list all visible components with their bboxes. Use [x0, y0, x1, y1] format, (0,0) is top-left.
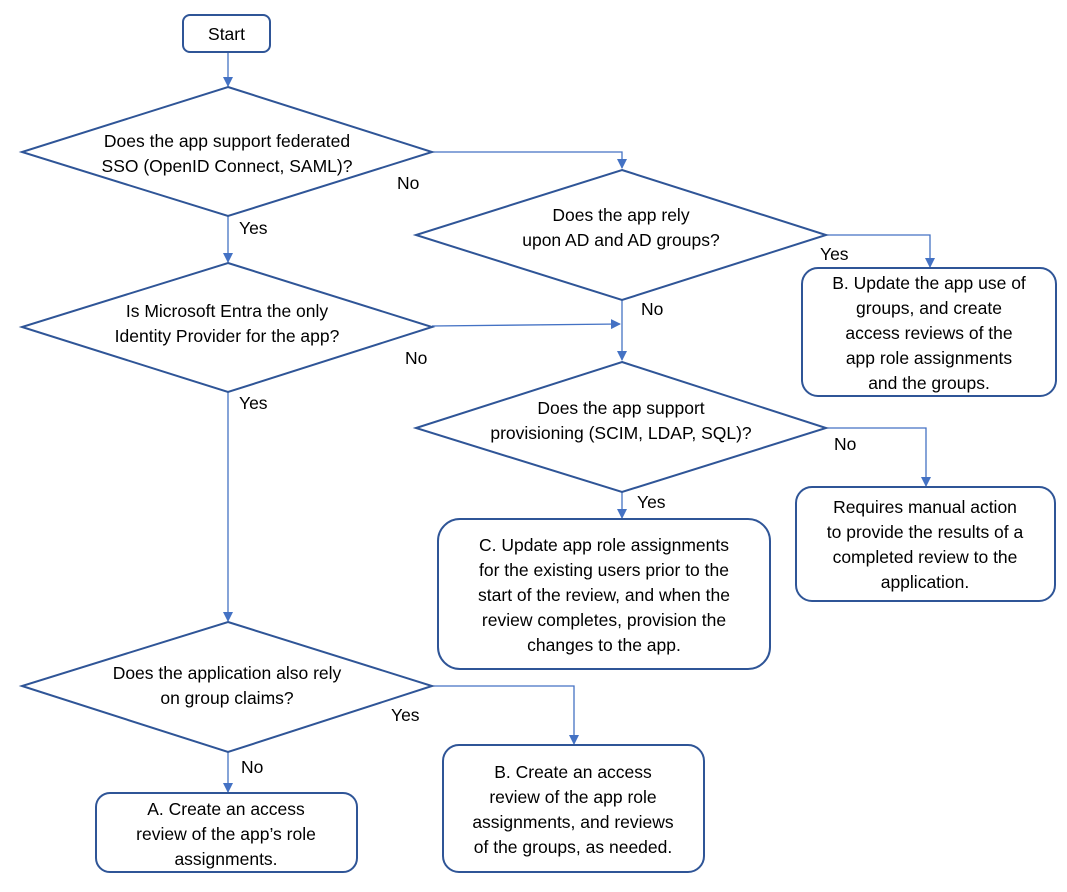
decision-group-claims-line-1: Does the application also rely	[113, 663, 342, 683]
edge-label-ad-yes: Yes	[820, 244, 849, 264]
outcome-c-update-assignments-line-5: changes to the app.	[527, 635, 681, 655]
decision-entra-only: Is Microsoft Entra the only Identity Pro…	[18, 261, 436, 394]
decision-entra-only-diamond	[18, 261, 436, 394]
edge-label-entra-no: No	[405, 348, 427, 368]
start-box	[182, 14, 271, 53]
connector-ad-yes-to-b-update	[826, 234, 935, 268]
outcome-c-update-assignments: C. Update app role assignments for the e…	[437, 518, 771, 670]
outcome-b-update-groups-line-3: access reviews of the	[845, 323, 1012, 343]
outcome-b-access-review-line-1: B. Create an access	[494, 762, 652, 782]
outcome-b-update-groups-line-1: B. Update the app use of	[832, 273, 1026, 293]
edge-label-prov-no: No	[834, 434, 856, 454]
outcome-manual-action-line-1: Requires manual action	[833, 497, 1017, 517]
outcome-b-update-groups-box	[801, 267, 1057, 397]
decision-ad-groups-line-1: Does the app rely	[552, 205, 689, 225]
outcome-a-access-review-line-2: review of the app’s role	[136, 824, 316, 844]
outcome-b-access-review: B. Create an access review of the app ro…	[442, 744, 705, 873]
decision-group-claims-diamond	[18, 620, 436, 754]
decision-provisioning-line-2: provisioning (SCIM, LDAP, SQL)?	[490, 423, 752, 443]
outcome-manual-action-box	[795, 486, 1056, 602]
outcome-b-update-groups-line-4: app role assignments	[846, 348, 1013, 368]
outcome-b-access-review-line-2: review of the app role	[489, 787, 656, 807]
connector-sso-no-to-ad	[432, 151, 627, 169]
edge-label-sso-no: No	[397, 173, 419, 193]
outcome-c-update-assignments-line-2: for the existing users prior to the	[479, 560, 729, 580]
decision-federated-sso-line-2: SSO (OpenID Connect, SAML)?	[102, 156, 353, 176]
edge-label-ad-no: No	[641, 299, 663, 319]
outcome-a-access-review-line-3: assignments.	[174, 849, 277, 869]
outcome-a-access-review-line-1: A. Create an access	[147, 799, 305, 819]
outcome-manual-action: Requires manual action to provide the re…	[795, 486, 1056, 602]
outcome-manual-action-line-3: completed review to the	[833, 547, 1018, 567]
decision-ad-groups-line-2: upon AD and AD groups?	[522, 230, 720, 250]
outcome-manual-action-line-4: application.	[881, 572, 970, 592]
decision-federated-sso-diamond	[18, 85, 436, 218]
outcome-c-update-assignments-box	[437, 518, 771, 670]
outcome-c-update-assignments-line-1: C. Update app role assignments	[479, 535, 729, 555]
outcome-manual-action-line-2: to provide the results of a	[827, 522, 1024, 542]
decision-ad-groups: Does the app rely upon AD and AD groups?	[412, 168, 830, 302]
edge-label-claims-yes: Yes	[391, 705, 420, 725]
edge-label-entra-yes: Yes	[239, 393, 268, 413]
start-label: Start	[208, 24, 245, 44]
outcome-b-update-groups: B. Update the app use of groups, and cre…	[801, 267, 1057, 397]
edge-label-sso-yes: Yes	[239, 218, 268, 238]
outcome-c-update-assignments-line-4: review completes, provision the	[482, 610, 726, 630]
outcome-b-access-review-line-3: assignments, and reviews	[472, 812, 674, 832]
outcome-b-access-review-box	[442, 744, 705, 873]
edge-label-prov-yes: Yes	[637, 492, 666, 512]
decision-ad-groups-diamond	[412, 168, 830, 302]
connector-prov-no-to-manual	[826, 427, 931, 487]
start-node: Start	[182, 14, 271, 53]
edge-label-claims-no: No	[241, 757, 263, 777]
outcome-b-access-review-line-4: of the groups, as needed.	[474, 837, 672, 857]
outcome-b-update-groups-line-2: groups, and create	[856, 298, 1002, 318]
outcome-b-update-groups-line-5: and the groups.	[868, 373, 990, 393]
edge-labels: No Yes Yes No No Yes No Yes Yes No	[239, 173, 856, 777]
decision-federated-sso: Does the app support federated SSO (Open…	[18, 85, 436, 218]
connectors	[223, 52, 935, 793]
decision-group-claims-line-2: on group claims?	[160, 688, 294, 708]
decision-group-claims: Does the application also rely on group …	[18, 620, 436, 754]
connector-entra-no-to-ad-branch	[431, 319, 621, 330]
decision-entra-only-line-1: Is Microsoft Entra the only	[126, 301, 329, 321]
outcome-a-access-review-box	[95, 792, 358, 873]
decision-entra-only-line-2: Identity Provider for the app?	[115, 326, 340, 346]
connector-claims-yes-to-b-review	[432, 685, 579, 745]
decision-provisioning-line-1: Does the app support	[537, 398, 704, 418]
decision-provisioning: Does the app support provisioning (SCIM,…	[412, 360, 830, 494]
outcome-c-update-assignments-line-3: start of the review, and when the	[478, 585, 730, 605]
decision-federated-sso-line-1: Does the app support federated	[104, 131, 350, 151]
decision-provisioning-diamond	[412, 360, 830, 494]
outcome-a-access-review: A. Create an access review of the app’s …	[95, 792, 358, 873]
